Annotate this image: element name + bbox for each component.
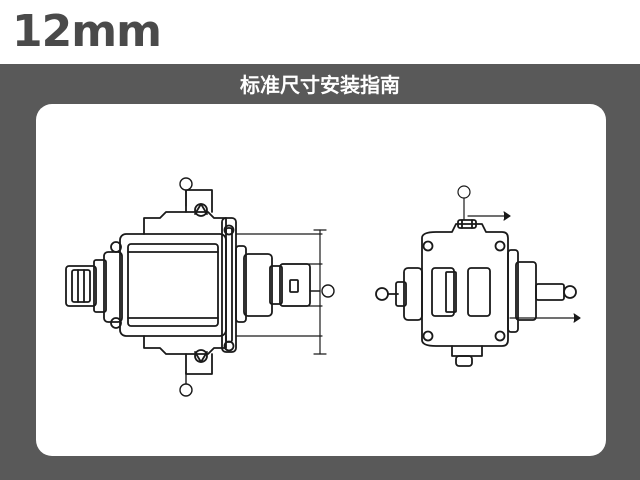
front-body — [421, 219, 509, 367]
front-arrows — [457, 185, 581, 323]
right-connector — [235, 245, 311, 323]
side-callouts — [179, 177, 335, 397]
callout-front-top-marker — [457, 185, 471, 199]
installation-diagram — [65, 177, 581, 397]
panel-title: 标准尺寸安装指南 — [240, 73, 400, 97]
callout-top-marker — [179, 177, 193, 191]
left-nut — [65, 259, 107, 313]
diagram-card — [36, 104, 606, 456]
front-view — [375, 185, 581, 367]
front-left-pin — [375, 267, 423, 321]
callout-right-marker — [321, 284, 335, 298]
top-band — [0, 0, 640, 64]
size-label: 12mm — [12, 6, 162, 57]
callout-bottom-marker — [179, 383, 193, 397]
side-dimension-lines — [235, 229, 327, 355]
main-body — [110, 211, 227, 355]
front-right-shaft — [507, 249, 577, 333]
side-view — [65, 177, 335, 397]
mounting-bracket — [185, 189, 237, 375]
